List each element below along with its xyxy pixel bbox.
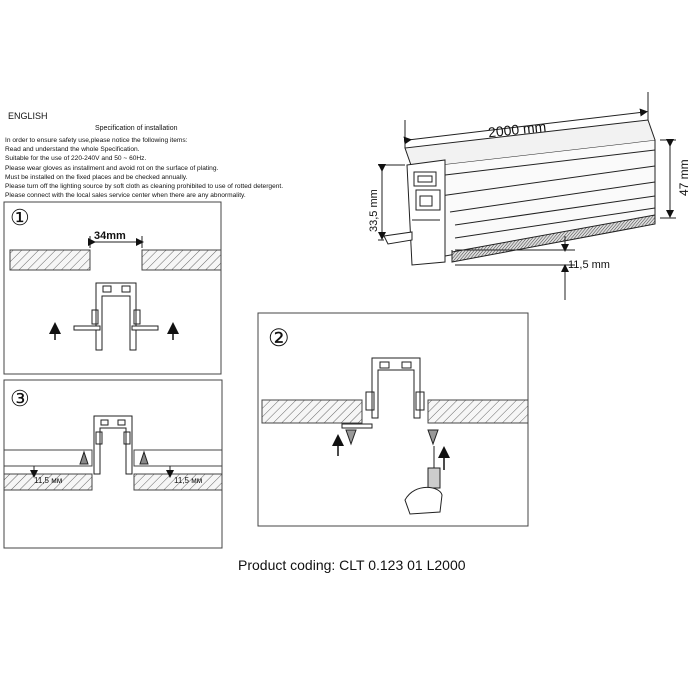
- gap-dimension: 34mm: [94, 230, 126, 242]
- step-1-panel: [3, 201, 222, 375]
- instruction-line: Read and understand the whole Specificat…: [5, 146, 140, 154]
- height-dimension: 47 mm: [677, 159, 691, 196]
- instruction-line: Please wear gloves as installment and av…: [5, 164, 219, 172]
- step-3-panel: [3, 379, 223, 549]
- profile-dimensions: [378, 92, 676, 300]
- right-depth-dimension: 11,5 мм: [174, 476, 202, 485]
- instruction-line: Must be installed on the fixed places an…: [5, 173, 188, 181]
- step-3-number: ③: [10, 386, 30, 411]
- profile-3d-drawing: [383, 119, 656, 266]
- step-2-panel: [257, 312, 529, 527]
- instruction-line: Please turn off the lighting source by s…: [5, 183, 284, 191]
- depth-dimension: 11,5 mm: [568, 259, 610, 271]
- instruction-line: In order to ensure safety use,please not…: [5, 137, 188, 144]
- product-coding: Product coding: CLT 0.123 01 L2000: [238, 557, 466, 573]
- step-1-number: ①: [10, 205, 30, 230]
- spec-title: Specification of installation: [95, 125, 178, 132]
- step-2-number: ②: [268, 325, 290, 352]
- side-dimension: 33,5 mm: [368, 189, 380, 232]
- left-depth-dimension: 11,5 мм: [34, 476, 62, 485]
- language-label: ENGLISH: [8, 111, 48, 121]
- instruction-line: Suitable for the use of 220-240V and 50 …: [5, 155, 147, 163]
- instruction-line: Please connect with the local sales serv…: [5, 192, 246, 200]
- length-dimension: 2000 mm: [487, 118, 547, 140]
- instruction-lines: In order to ensure safety use,please not…: [5, 136, 283, 200]
